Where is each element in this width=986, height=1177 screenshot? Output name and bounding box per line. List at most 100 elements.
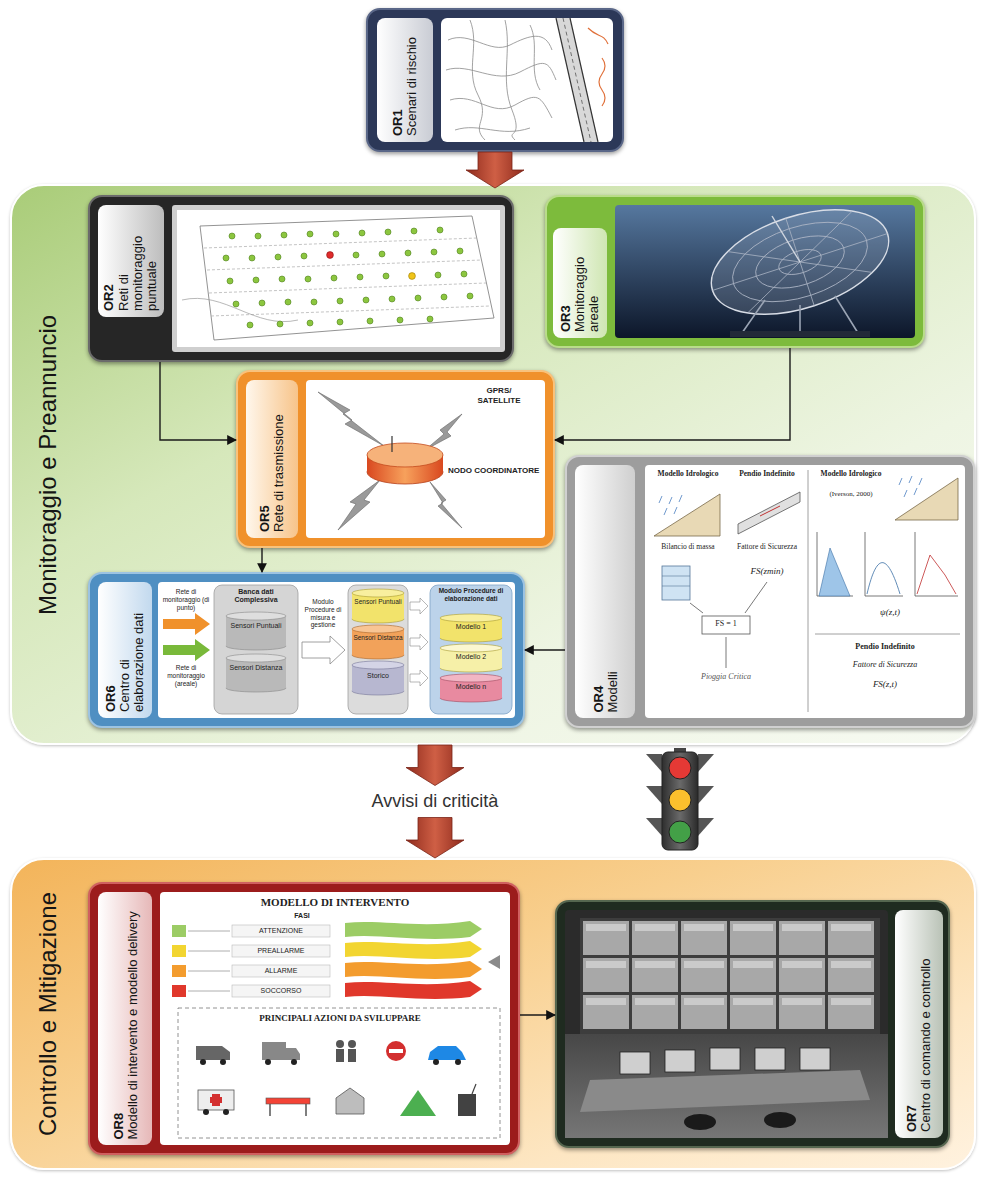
sensor-network-plot <box>409 273 416 280</box>
intervention-model-sheet <box>488 955 500 969</box>
figure-label: PRINCIPALI AZIONI DA SVILUPPARE <box>185 1013 495 1024</box>
models-sheet <box>808 470 809 712</box>
label-rotator: OR5Rete di trasmissione <box>246 380 298 538</box>
sensor-network-plot <box>223 255 229 261</box>
data-centre-scheme <box>440 678 502 698</box>
control-room-photo <box>710 1048 740 1070</box>
module-box: OR8Modello di intervento e modello deliv… <box>88 882 520 1155</box>
traffic-light <box>646 754 662 772</box>
data-centre-scheme <box>440 618 502 638</box>
models-sheet <box>645 465 965 718</box>
sensor-network-plot <box>353 252 359 258</box>
radar-photo <box>698 190 901 334</box>
data-centre-scheme <box>440 614 502 622</box>
module-box: OR7Centro di comando e controllo <box>555 900 950 1148</box>
risk-map-picture <box>556 18 584 142</box>
traffic-light <box>698 754 714 772</box>
intervention-model-sheet <box>178 1008 500 1138</box>
risk-map-picture <box>505 20 516 140</box>
risk-map-picture <box>563 18 591 142</box>
risk-map-picture <box>441 18 613 142</box>
figure-label: (Iverson, 2000) <box>813 490 889 498</box>
data-centre-scheme <box>440 634 502 642</box>
label-rotator: OR7Centro di comando e controllo <box>895 910 943 1138</box>
figure-label: Fattore di Sicurezza <box>830 660 940 670</box>
risk-map-picture <box>470 20 485 140</box>
models-sheet <box>690 582 767 668</box>
risk-map-picture <box>446 63 556 80</box>
figure-label: SOCCORSO <box>232 987 330 995</box>
transmission-picture <box>306 380 545 538</box>
risk-map-picture <box>448 36 552 50</box>
title-strip: Controllo e Mitigazione <box>18 868 78 1160</box>
models-sheet <box>702 616 750 634</box>
sensor-network-plot <box>204 238 490 316</box>
intervention-model-sheet <box>348 1040 356 1048</box>
intervention-model-sheet <box>172 945 186 957</box>
control-room-photo <box>620 1052 650 1074</box>
radar-photo <box>698 190 901 334</box>
sensor-network-plot <box>337 319 343 325</box>
intervention-model-sheet <box>336 1040 344 1048</box>
sensor-network-plot <box>363 297 369 303</box>
sensor-network-plot <box>441 294 447 300</box>
title-strip: Monitoraggio e Preannuncio <box>18 200 78 730</box>
sensor-network-plot <box>182 298 298 321</box>
intervention-model-sheet <box>212 1094 220 1106</box>
control-room-photo <box>565 1034 888 1138</box>
intervention-model-sheet <box>389 1049 403 1053</box>
transmission-picture <box>425 414 462 450</box>
data-centre-scheme <box>410 670 428 686</box>
data-centre-scheme <box>440 664 502 672</box>
intervention-model-sheet <box>210 1097 222 1103</box>
module-box: OR4Modelli <box>565 455 975 728</box>
sensor-network-plot <box>247 322 253 328</box>
data-centre-scheme <box>158 582 515 718</box>
intervention-model-sheet <box>345 921 482 939</box>
radar-photo <box>723 207 878 317</box>
intervention-model-sheet <box>345 941 482 959</box>
data-centre-scheme <box>440 694 502 702</box>
control-room-photo <box>580 918 880 1034</box>
control-room-photo <box>565 910 888 1138</box>
transmission-picture <box>306 380 545 538</box>
module-name: Rete di trasmissione <box>272 386 286 532</box>
sensor-network-plot <box>209 283 486 293</box>
intervention-model-sheet <box>232 945 330 957</box>
sensor-network-plot <box>431 249 437 255</box>
intervention-model-sheet <box>220 1059 226 1065</box>
intervention-model-sheet <box>262 1042 300 1060</box>
models-sheet <box>662 566 690 600</box>
data-centre-scheme <box>410 598 428 614</box>
intervention-model-sheet <box>232 985 330 997</box>
sensor-network-plot <box>311 299 317 305</box>
transmission-picture <box>367 460 443 484</box>
label-rotator: OR2Reti di monitoraggio puntuale <box>98 205 164 317</box>
intervention-model-sheet <box>172 925 186 937</box>
transmission-picture <box>430 482 462 528</box>
radar-photo <box>615 190 915 338</box>
traffic-light <box>669 757 691 779</box>
radar-photo <box>698 190 901 334</box>
figure-label: MODELLO DI INTERVENTO <box>165 896 505 909</box>
intervention-model-sheet <box>172 965 186 977</box>
sensor-network-plot <box>415 295 421 301</box>
sensor-network-plot <box>357 274 363 280</box>
module-name: Modelli <box>605 471 619 712</box>
data-centre-scheme <box>226 658 286 688</box>
data-centre-scheme <box>163 639 210 661</box>
sensor-network-plot <box>281 232 287 238</box>
data-centre-scheme <box>226 616 286 646</box>
module-box: OR1Scenari di rischio <box>366 8 624 152</box>
figure-label: NODO COORDINATORE <box>448 466 540 476</box>
traffic-light <box>662 752 698 850</box>
models-sheet <box>895 478 958 520</box>
traffic-light <box>669 821 691 843</box>
label-rotator: OR3Monitoraggio areale <box>553 228 607 338</box>
intervention-model-sheet <box>196 1046 230 1060</box>
traffic-light <box>698 786 714 804</box>
transmission-picture <box>367 455 443 472</box>
figure-label: Storico <box>350 672 406 680</box>
data-centre-scheme <box>352 589 404 597</box>
